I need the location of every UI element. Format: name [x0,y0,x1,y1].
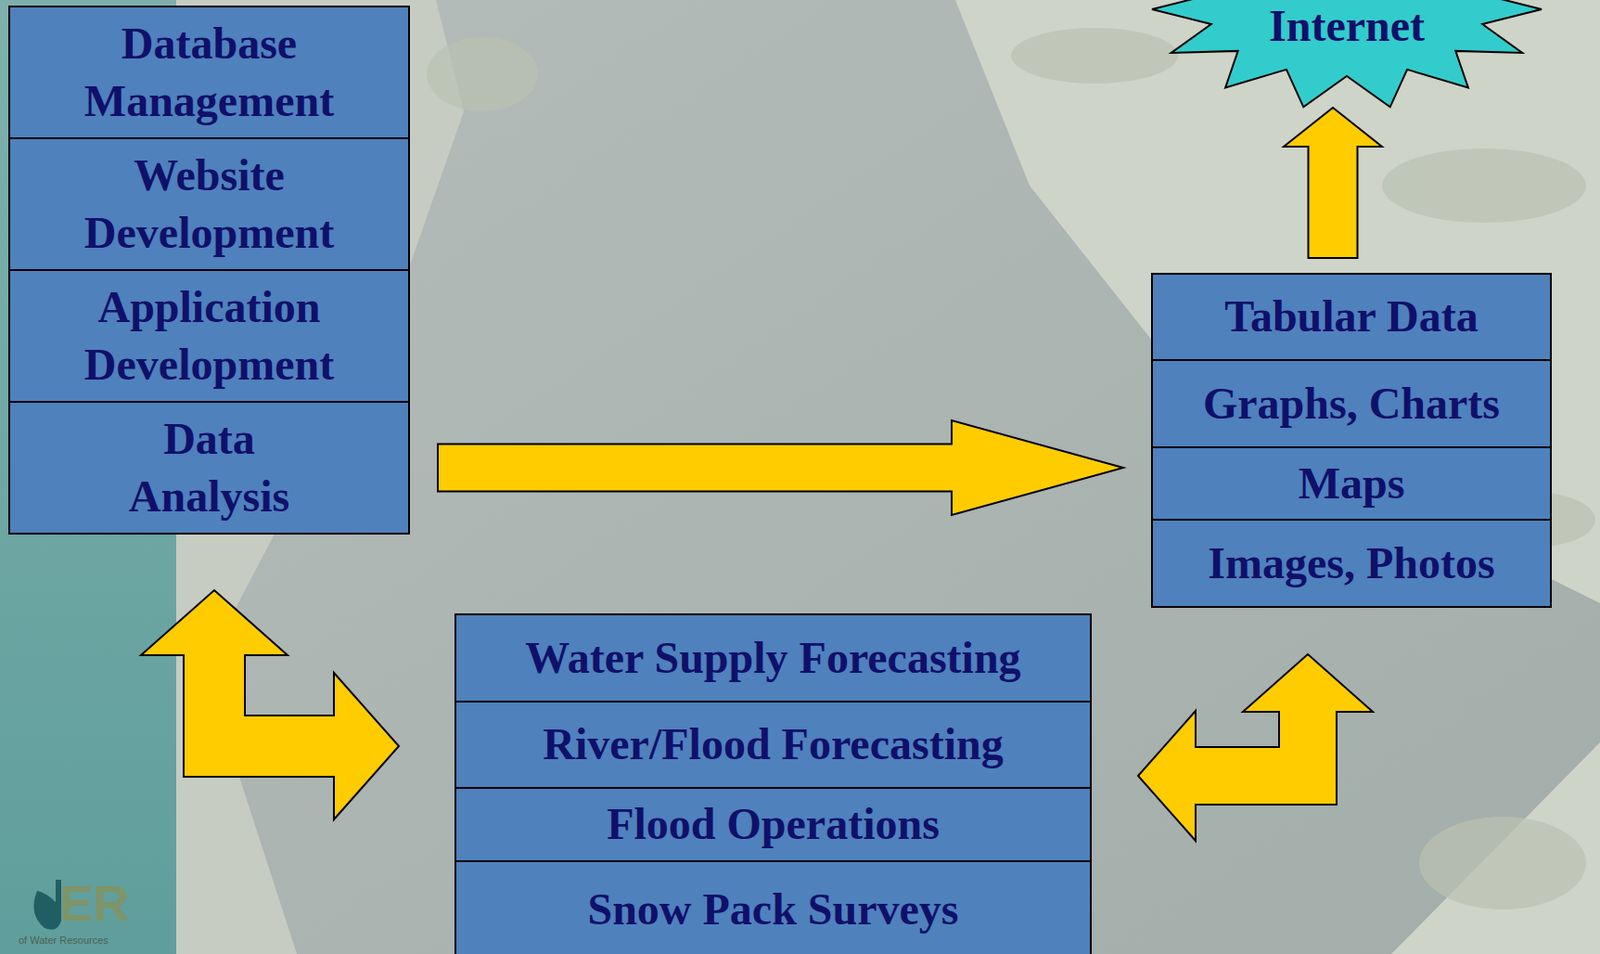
process-box: Flood Operations [454,786,1092,862]
process-box: Snow Pack Surveys [454,859,1092,954]
box-label: Images, Photos [1207,534,1495,592]
box-label: Internet [1268,1,1425,52]
box-label: Snow Pack Surveys [587,880,959,938]
process-box: River/Flood Forecasting [454,700,1092,789]
bushes [426,27,1596,909]
starburst: Internet [1151,0,1543,110]
box-label: Maps [1298,454,1406,512]
process-box: Graphs, Charts [1151,358,1552,448]
box-label: Tabular Data [1224,287,1478,346]
process-box: Data Analysis [8,400,410,535]
block-arrow [1283,107,1383,258]
box-label: Application Development [84,278,334,395]
box-label: Flood Operations [606,794,940,853]
box-label: Website Development [84,146,334,263]
box-label: Data Analysis [128,409,290,526]
block-arrow [437,420,1124,515]
box-label: River/Flood Forecasting [542,715,1003,773]
block-arrow [140,589,399,820]
block-arrow [1138,653,1373,841]
process-box: Maps [1151,446,1552,521]
starburst-outline [1152,0,1542,107]
logo-text: of Water Resources [18,934,109,946]
process-box: Application Development [8,268,410,403]
box-label: Database Management [84,14,334,131]
process-box: Water Supply Forecasting [454,613,1092,703]
process-box: Website Development [8,137,410,271]
logo-text: ER [59,877,129,928]
box-label: Water Supply Forecasting [524,628,1021,687]
logo-mark [33,879,62,930]
process-box: Tabular Data [1151,272,1552,361]
box-label: Graphs, Charts [1203,374,1500,433]
river [204,0,1600,954]
process-box: Images, Photos [1151,518,1552,608]
process-box: Database Management [8,5,410,140]
